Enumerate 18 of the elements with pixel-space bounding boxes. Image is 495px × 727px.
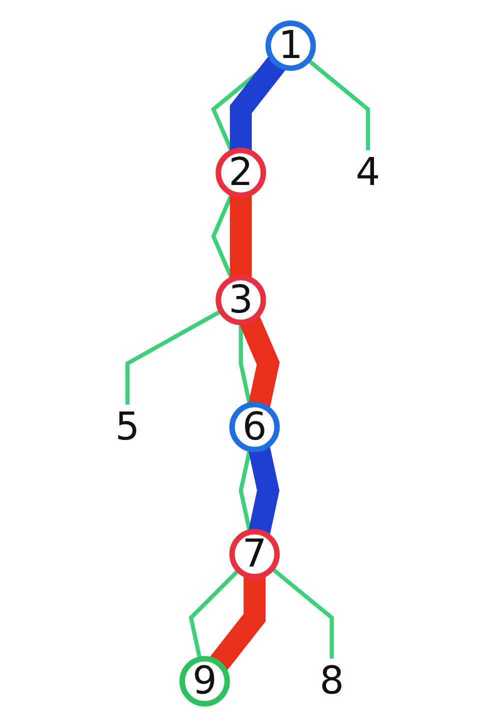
connector xyxy=(230,195,252,278)
connector xyxy=(239,316,280,408)
connector xyxy=(210,576,266,670)
node-text: 8 xyxy=(319,658,344,704)
node-circle: 9 xyxy=(179,656,230,706)
node-circle: 1 xyxy=(265,20,316,71)
node-circle: 7 xyxy=(229,528,280,580)
node-circle: 2 xyxy=(215,148,266,198)
node-text: 4 xyxy=(356,150,380,195)
connector xyxy=(306,58,370,150)
connector xyxy=(125,309,222,405)
connector xyxy=(270,566,334,659)
connector xyxy=(188,568,240,660)
connector xyxy=(230,56,286,150)
connector xyxy=(248,446,280,534)
node-circle: 6 xyxy=(229,402,280,452)
node-text: 5 xyxy=(115,404,140,449)
node-circle: 3 xyxy=(215,274,266,326)
